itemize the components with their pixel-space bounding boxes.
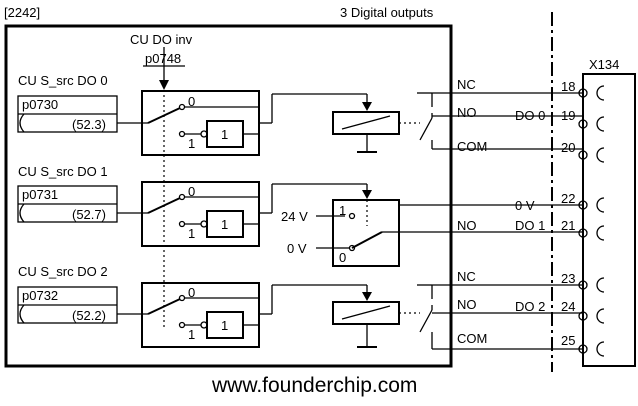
channel-1-switch-blade: [147, 197, 181, 214]
channel-0-pos1: 1: [188, 136, 195, 151]
terminal-18-num: 18: [561, 79, 575, 94]
connector-block: [582, 73, 636, 367]
terminal-25-num: 25: [561, 333, 575, 348]
transistor-sw0: 0: [339, 250, 346, 265]
channel-2-pos0: 0: [188, 285, 195, 300]
channel-2: CU S_src DO 2 p0732 (52.2) 0 1 1: [17, 264, 583, 350]
channel-1-gate-label: 1: [221, 217, 228, 232]
terminal-23-label: NC: [457, 269, 476, 284]
transistor-sw1: 1: [339, 203, 346, 218]
transistor-0v: 0 V: [287, 241, 307, 256]
channel-0-relay-contact: [419, 117, 433, 141]
channel-2-src-label: CU S_src DO 2: [18, 264, 108, 279]
watermark: www.founderchip.com: [211, 374, 417, 397]
channel-1-pos0: 0: [188, 184, 195, 199]
terminal-24-num: 24: [561, 299, 575, 314]
transistor-24v: 24 V: [281, 209, 308, 224]
terminal-21-num: 21: [561, 218, 575, 233]
channel-1-transistor-switch: [332, 199, 400, 267]
inv-label: CU DO inv: [130, 32, 193, 47]
terminal-19-do: DO 0: [515, 108, 545, 123]
terminal-19-label: NO: [457, 105, 477, 120]
channel-2-pos1: 1: [188, 327, 195, 342]
terminal-20-num: 20: [561, 140, 575, 155]
terminal-19-num: 19: [561, 108, 575, 123]
channel-1-transistor-blade: [351, 231, 383, 249]
terminal-clamps: [578, 85, 605, 357]
connector-label: X134: [589, 57, 619, 72]
channel-2-gate-label: 1: [221, 318, 228, 333]
channel-2-relay-contact: [419, 309, 433, 333]
channel-2-param: p0732: [22, 288, 58, 303]
channel-0-pos0: 0: [188, 94, 195, 109]
channel-1-param: p0731: [22, 187, 58, 202]
channel-1-value: (52.7): [72, 207, 106, 222]
channel-2-value: (52.2): [72, 308, 106, 323]
channel-0: CU S_src DO 0 p0730 (52.3) 0 1 1: [17, 73, 583, 156]
diagram-title: 3 Digital outputs: [340, 5, 434, 20]
channel-1-src-label: CU S_src DO 1: [18, 164, 108, 179]
main-frame: [4, 24, 453, 368]
terminal-20-label: COM: [457, 139, 487, 154]
inv-arrow-head: [159, 80, 169, 90]
terminal-25-label: COM: [457, 331, 487, 346]
channel-0-param: p0730: [22, 97, 58, 112]
terminal-24-label: NO: [457, 297, 477, 312]
terminal-22-do: 0 V: [515, 198, 535, 213]
terminal-23-num: 23: [561, 271, 575, 286]
terminal-21-do: DO 1: [515, 218, 545, 233]
channel-0-switch-blade: [147, 107, 181, 124]
terminal-22-num: 22: [561, 191, 575, 206]
channel-2-switch-blade: [147, 298, 181, 315]
channel-1: CU S_src DO 1 p0731 (52.7) 0 1 1 24 V 0 …: [17, 164, 583, 267]
terminal-24-do: DO 2: [515, 299, 545, 314]
channel-0-src-label: CU S_src DO 0: [18, 73, 108, 88]
channel-0-switch-box: [141, 90, 260, 156]
diagram-ref: [2242]: [4, 5, 40, 20]
channel-0-gate-label: 1: [221, 127, 228, 142]
terminal-18-label: NC: [457, 77, 476, 92]
inv-param: p0748: [145, 51, 181, 66]
channel-0-value: (52.3): [72, 117, 106, 132]
terminal-21-label: NO: [457, 218, 477, 233]
channel-1-pos1: 1: [188, 226, 195, 241]
